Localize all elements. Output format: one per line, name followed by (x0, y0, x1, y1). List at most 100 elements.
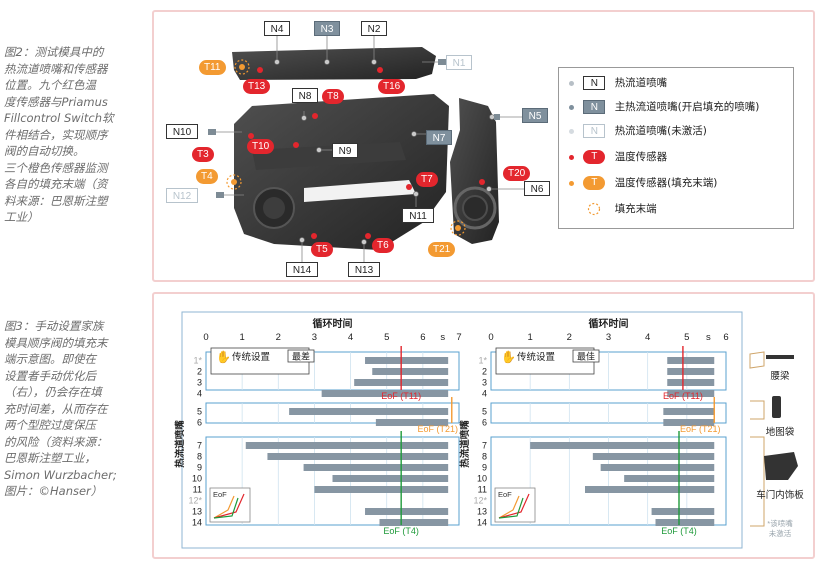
row-label: 7 (197, 441, 202, 451)
sensor-tag-t8: T8 (322, 89, 344, 104)
nozzle-tag-n6: N6 (524, 181, 550, 196)
x-tick-left: 0 (203, 332, 208, 343)
x-tick-right: 1 (528, 332, 533, 343)
sensor-tag-t3: T3 (192, 147, 214, 162)
bracket-door (750, 436, 765, 527)
inset-curve-red (498, 493, 530, 519)
quality-badge-left (287, 349, 315, 363)
row-label: 10 (192, 474, 202, 484)
quality-label-left: 最差 (292, 351, 310, 362)
fill-bar (592, 453, 715, 460)
sensor-tag-t16: T16 (378, 79, 406, 94)
bracket-map (750, 400, 765, 420)
hand-icon: ✋ (501, 350, 516, 364)
beam-thumbnail (766, 355, 794, 359)
eof-sensor-symbol: T (583, 176, 606, 190)
nozzle-tag-n2: N2 (361, 21, 387, 36)
quality-badge-right (572, 349, 600, 363)
row-label: 14 (477, 518, 487, 528)
sensor-tag-t13: T13 (243, 79, 271, 94)
legend-temp-sensor: T 温度传感器 (569, 148, 667, 166)
fill-bar (332, 475, 449, 482)
row-label: 8 (197, 452, 202, 462)
row-label: 9 (197, 463, 202, 473)
row-label: 2 (197, 367, 202, 377)
part-label-beam: 腰梁 (770, 370, 790, 382)
row-label: 1* (193, 356, 202, 366)
map-pocket-part (450, 98, 499, 244)
fill-bar (585, 486, 715, 493)
x-tick-left: 2 (276, 332, 281, 343)
sensor-tag-t11: T11 (199, 60, 226, 75)
row-label: 12* (473, 496, 487, 506)
fill-bar (303, 464, 449, 471)
row-label: 6 (197, 418, 202, 428)
legend-box: N 热流道喷嘴 N 主热流道喷嘴(开启填充的喷嘴) N 热流道喷嘴(未激活) T… (558, 67, 794, 229)
nozzle-tag-n9: N9 (332, 143, 358, 158)
fill-bar (530, 442, 715, 449)
quality-label-right: 最佳 (577, 351, 595, 362)
time-axis-title-left: 循环时间 (313, 317, 353, 330)
figure2-caption: 图2：测试模具中的 热流道喷嘴和传感器 位置。九个红色温 度传感器与Priamu… (4, 45, 114, 224)
fill-bar (289, 408, 449, 415)
inset-curve-green (498, 497, 524, 519)
x-tick-right: 6 (723, 332, 728, 343)
nozzle-dot-icon (569, 80, 574, 86)
part-label-door-trim: 车门内饰板 (756, 489, 804, 501)
x-tick-left: 6 (420, 332, 425, 343)
row-label: 3 (482, 378, 487, 388)
eof-label: EoF (T21) (680, 424, 721, 434)
sensor-tag-t6: T6 (372, 238, 394, 253)
part-label-map-pocket: 地图袋 (766, 426, 795, 438)
nozzle-tag-n12: N12 (166, 188, 198, 203)
fill-bar (651, 508, 715, 515)
beam-part (232, 47, 436, 80)
row-label: 5 (482, 407, 487, 417)
nozzle-tag-n7: N7 (426, 130, 452, 145)
x-tick-right: 4 (645, 332, 650, 343)
fill-bar (600, 464, 715, 471)
x-tick-right: 5 (684, 332, 689, 343)
fill-bar (365, 357, 449, 364)
nozzle-tag-n4: N4 (264, 21, 290, 36)
row-label: 11 (193, 485, 202, 495)
y-axis-title-right: 热流道喷嘴 (459, 420, 471, 468)
row-label: 8 (482, 452, 487, 462)
row-label: 4 (197, 389, 202, 399)
row-label: 1* (478, 356, 487, 366)
inset-label: EoF (498, 490, 512, 499)
eof-label: EoF (T4) (661, 526, 697, 536)
legend-hot-runner-nozzle: N 热流道喷嘴 (569, 74, 667, 92)
fill-bar (663, 408, 715, 415)
row-label: 13 (192, 507, 202, 517)
row-label: 3 (197, 378, 202, 388)
row-label: 9 (482, 463, 487, 473)
bracket-beam (749, 351, 765, 369)
setting-label-left: 传统设置 (232, 351, 270, 363)
inactive-note-line1: *该喷嘴 (767, 518, 793, 528)
x-unit-left: s (440, 332, 445, 343)
row-label: 14 (192, 518, 202, 528)
map-pocket-thumbnail (772, 396, 781, 418)
row-label: 13 (477, 507, 487, 517)
main-nozzle-dot-icon (569, 104, 574, 110)
fill-bar (372, 368, 449, 375)
row-label: 6 (482, 418, 487, 428)
sensor-tag-t20: T20 (503, 166, 531, 181)
time-axis-title-right: 循环时间 (589, 317, 629, 330)
inset-curve-orange (498, 495, 520, 519)
fill-end-dashed-circle-icon (583, 202, 605, 216)
fill-bar (314, 486, 449, 493)
nozzle-symbol: N (583, 76, 606, 90)
fill-bar (655, 519, 715, 526)
nozzle-tag-n13: N13 (348, 262, 380, 277)
x-tick-right: 0 (488, 332, 493, 343)
nozzle-tag-n5: N5 (522, 108, 548, 123)
fill-bar (267, 453, 449, 460)
row-label: 4 (482, 389, 487, 399)
sensor-symbol: T (583, 150, 606, 164)
y-axis-title-left: 热流道喷嘴 (174, 420, 186, 468)
inset-label: EoF (213, 490, 227, 499)
fill-bar (667, 357, 715, 364)
nozzle-tag-n10: N10 (166, 124, 198, 139)
